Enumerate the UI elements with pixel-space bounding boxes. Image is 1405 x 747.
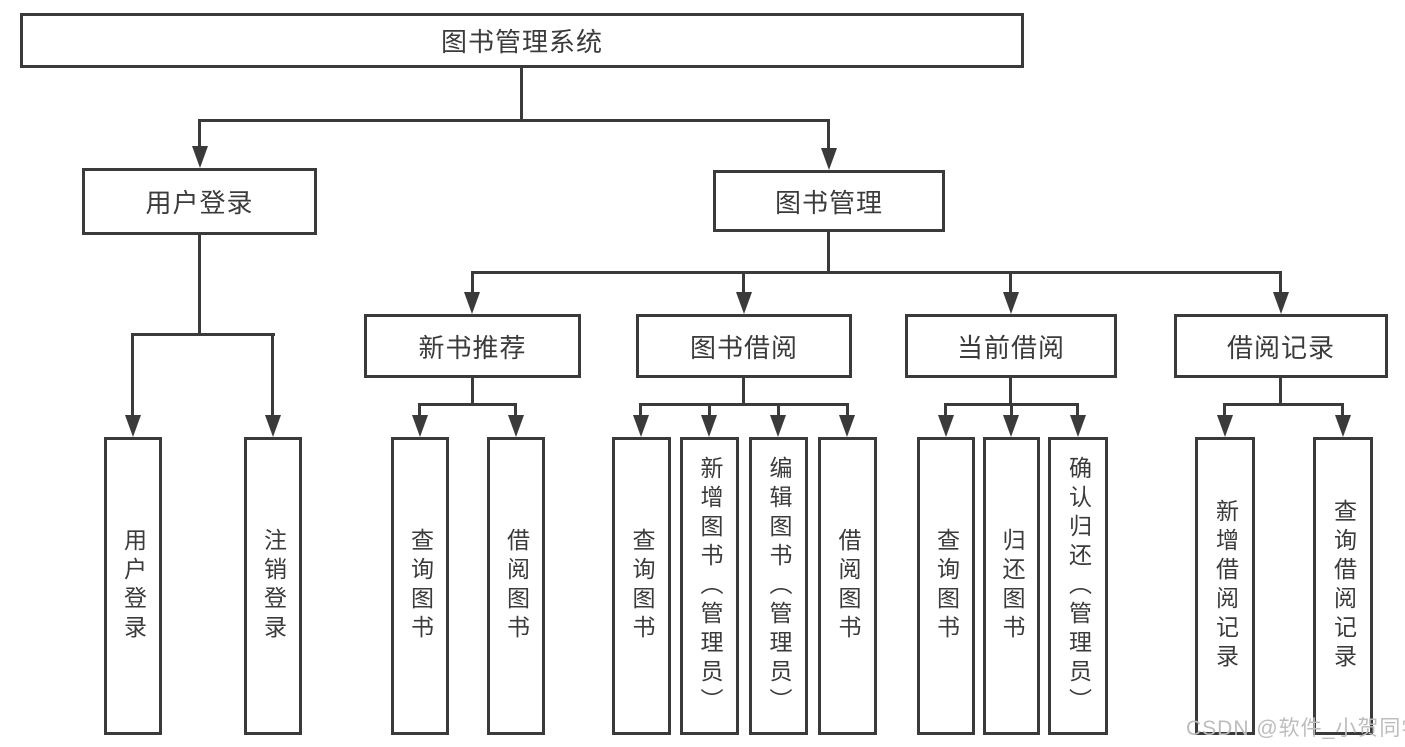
arrowhead-down-icon bbox=[508, 415, 524, 437]
connector-user-login-stem bbox=[198, 235, 201, 335]
node-current-borrowing: 当前借阅 bbox=[905, 314, 1117, 378]
connector-drop bbox=[471, 271, 474, 294]
arrowhead-down-icon bbox=[736, 292, 752, 314]
arrowhead-down-icon bbox=[1003, 415, 1019, 437]
arrowhead-down-icon bbox=[464, 292, 480, 314]
arrowhead-down-icon bbox=[265, 415, 281, 437]
connector-group-rail bbox=[1223, 403, 1344, 406]
leaf-logout-login: 注销登录 bbox=[244, 437, 302, 735]
leaf-add-borrow-record: 新增借阅记录 bbox=[1195, 437, 1255, 735]
connector-drop bbox=[131, 333, 134, 418]
connector-drop bbox=[1009, 271, 1012, 294]
connector-drop bbox=[944, 403, 947, 418]
connector-drop bbox=[1010, 403, 1013, 418]
connector-root-stem bbox=[520, 68, 523, 120]
leaf-edit-books-admin: 编辑图书（管理员） bbox=[749, 437, 808, 735]
connector-root-rail bbox=[198, 119, 830, 122]
connector-group-rail bbox=[639, 403, 849, 406]
leaf-query-books: 查询图书 bbox=[391, 437, 449, 735]
connector-group-stem bbox=[471, 378, 474, 405]
connector-user-login-rail bbox=[131, 333, 275, 336]
arrowhead-down-icon bbox=[1217, 415, 1233, 437]
arrowhead-down-icon bbox=[1003, 292, 1019, 314]
leaf-return-books: 归还图书 bbox=[983, 437, 1040, 735]
connector-drop-book-management bbox=[827, 119, 830, 150]
connector-drop bbox=[1341, 403, 1344, 418]
arrowhead-down-icon bbox=[633, 415, 649, 437]
connector-book-management-stem bbox=[827, 232, 830, 273]
connector-drop bbox=[514, 403, 517, 418]
connector-drop bbox=[777, 403, 780, 418]
node-user-login: 用户登录 bbox=[82, 168, 317, 235]
connector-drop bbox=[1279, 271, 1282, 294]
arrowhead-down-icon bbox=[821, 148, 837, 170]
arrowhead-down-icon bbox=[1273, 292, 1289, 314]
arrowhead-down-icon bbox=[770, 415, 786, 437]
connector-group-stem bbox=[1009, 378, 1012, 405]
leaf-confirm-return-admin: 确认归还（管理员） bbox=[1048, 437, 1108, 735]
connector-drop bbox=[742, 271, 745, 294]
node-book-management: 图书管理 bbox=[713, 170, 945, 232]
arrowhead-down-icon bbox=[125, 415, 141, 437]
connector-drop bbox=[418, 403, 421, 418]
leaf-user-login: 用户登录 bbox=[104, 437, 162, 735]
arrowhead-down-icon bbox=[412, 415, 428, 437]
connector-drop bbox=[271, 333, 274, 418]
connector-drop bbox=[708, 403, 711, 418]
leaf-borrow-books: 借阅图书 bbox=[818, 437, 877, 735]
arrowhead-down-icon bbox=[839, 415, 855, 437]
node-book-borrowing: 图书借阅 bbox=[636, 314, 852, 378]
connector-drop bbox=[846, 403, 849, 418]
connector-drop-user-login bbox=[198, 119, 201, 148]
leaf-query-books: 查询图书 bbox=[612, 437, 671, 735]
connector-group-rail bbox=[418, 403, 517, 406]
connector-group-stem bbox=[742, 378, 745, 405]
connector-book-management-rail bbox=[471, 271, 1282, 274]
arrowhead-down-icon bbox=[938, 415, 954, 437]
leaf-query-borrow-record: 查询借阅记录 bbox=[1313, 437, 1373, 735]
connector-drop bbox=[639, 403, 642, 418]
leaf-borrow-books: 借阅图书 bbox=[487, 437, 545, 735]
connector-drop bbox=[1076, 403, 1079, 418]
connector-drop bbox=[1223, 403, 1226, 418]
arrowhead-down-icon bbox=[192, 146, 208, 168]
csdn-watermark: CSDN @软件_小贺同学 bbox=[1186, 717, 1405, 740]
arrowhead-down-icon bbox=[701, 415, 717, 437]
node-new-book-recommendation: 新书推荐 bbox=[364, 314, 581, 378]
arrowhead-down-icon bbox=[1070, 415, 1086, 437]
leaf-query-books: 查询图书 bbox=[917, 437, 975, 735]
arrowhead-down-icon bbox=[1335, 415, 1351, 437]
connector-group-stem bbox=[1279, 378, 1282, 405]
node-library-management-system: 图书管理系统 bbox=[20, 13, 1024, 68]
leaf-add-books-admin: 新增图书（管理员） bbox=[680, 437, 739, 735]
node-borrowing-records: 借阅记录 bbox=[1174, 314, 1388, 378]
